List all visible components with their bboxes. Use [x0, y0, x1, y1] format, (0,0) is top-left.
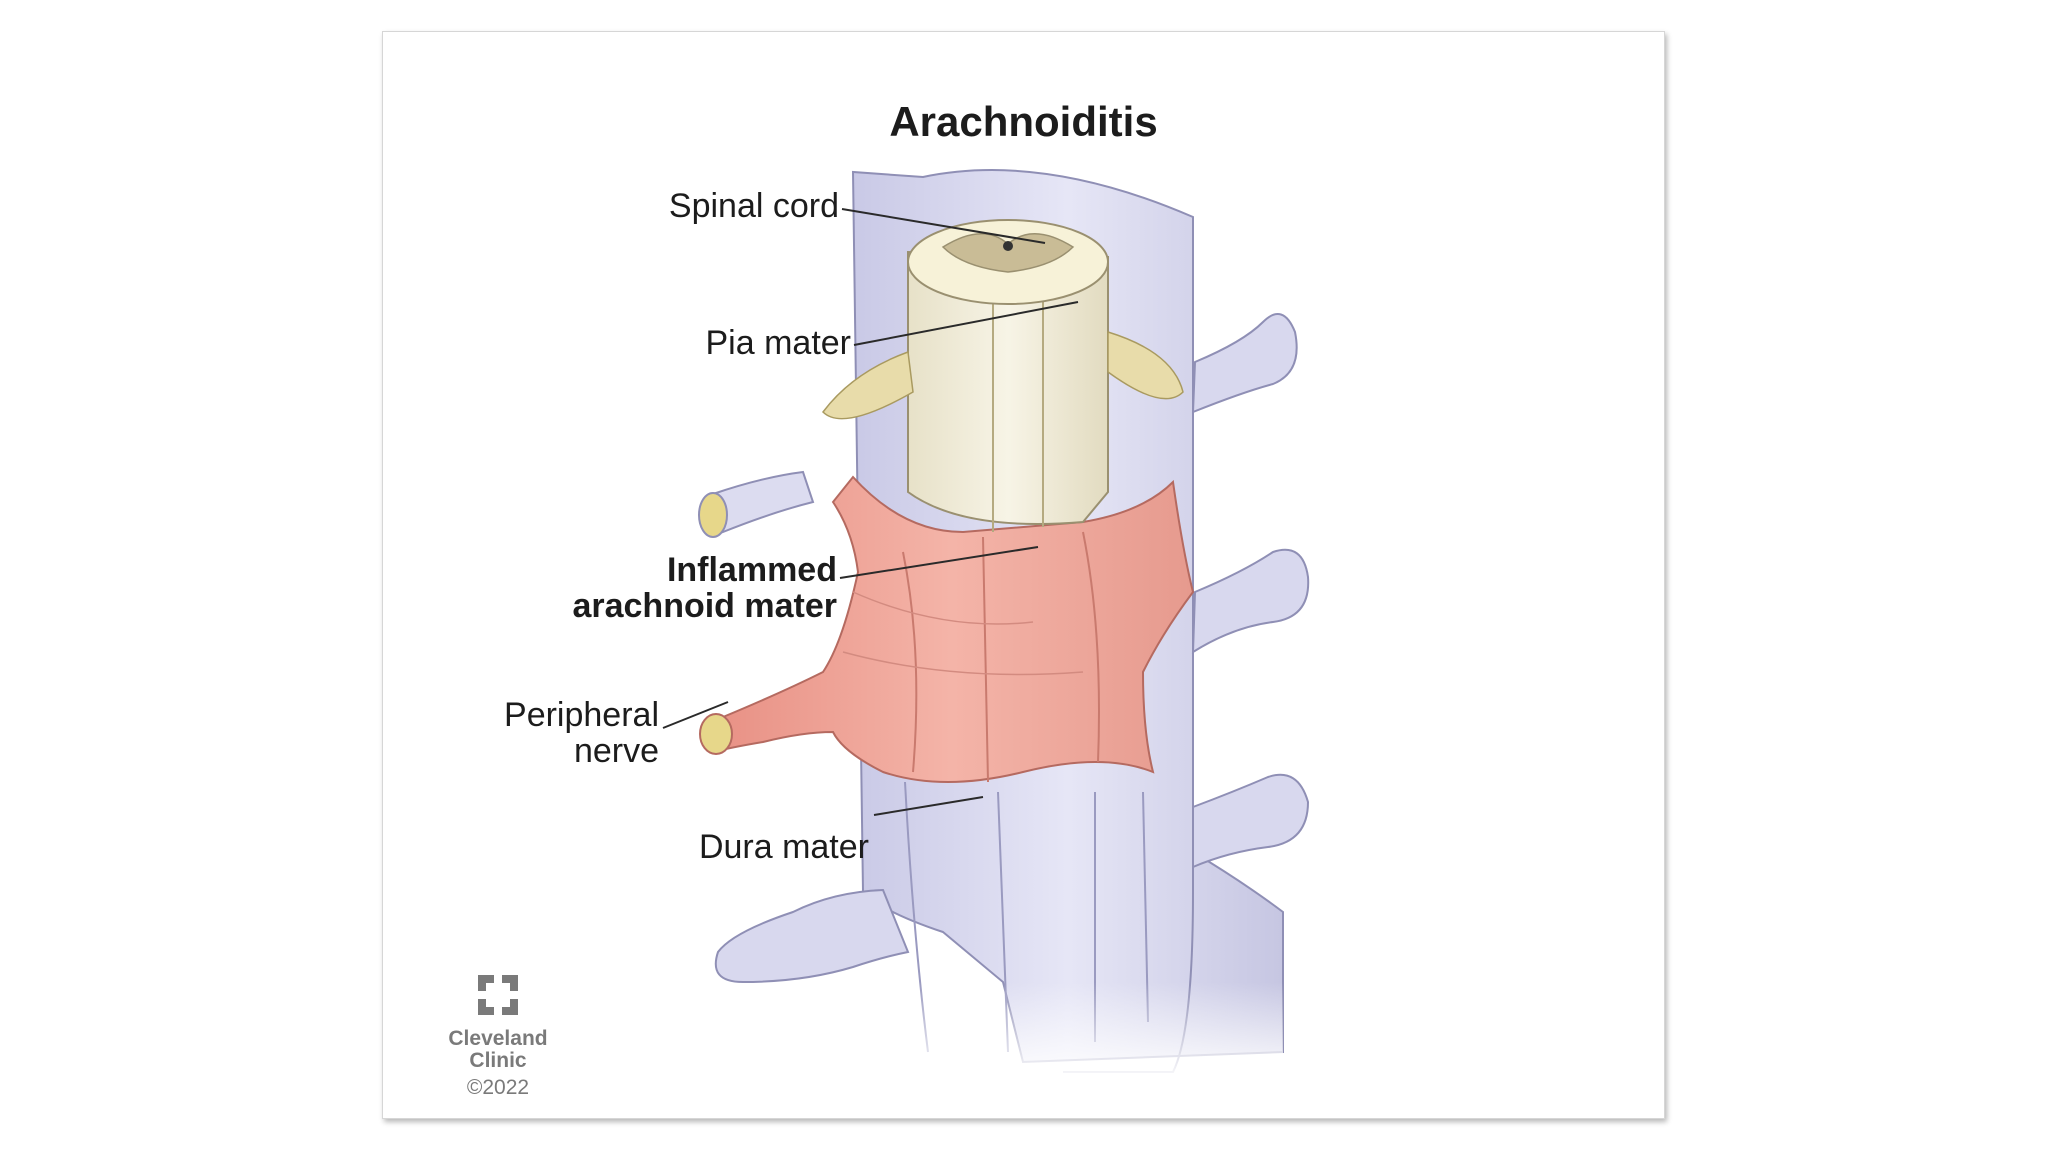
label-peripheral-line2: nerve	[403, 733, 659, 769]
logo-org-line2: Clinic	[428, 1050, 568, 1072]
right-nerve-roots	[1193, 314, 1308, 867]
cleveland-clinic-logo: Cleveland Clinic ©2022	[428, 973, 568, 1102]
label-peripheral-line1: Peripheral	[403, 697, 659, 733]
label-pia-mater: Pia mater	[563, 325, 851, 361]
label-inflamed-arachnoid: Inflammed arachnoid mater	[463, 552, 837, 624]
logo-org-line1: Cleveland	[428, 1028, 568, 1050]
label-inflamed-line2: arachnoid mater	[463, 588, 837, 624]
logo-copyright: ©2022	[428, 1074, 568, 1102]
lower-left-root	[716, 890, 908, 982]
upper-left-nerve	[699, 472, 813, 537]
cleveland-clinic-mark-icon	[476, 973, 520, 1017]
label-dura-mater: Dura mater	[563, 829, 869, 865]
label-spinal-cord: Spinal cord	[563, 188, 839, 224]
label-inflamed-line1: Inflammed	[463, 552, 837, 588]
diagram-card: Arachnoiditis	[382, 31, 1665, 1119]
label-peripheral-nerve: Peripheral nerve	[403, 697, 659, 769]
